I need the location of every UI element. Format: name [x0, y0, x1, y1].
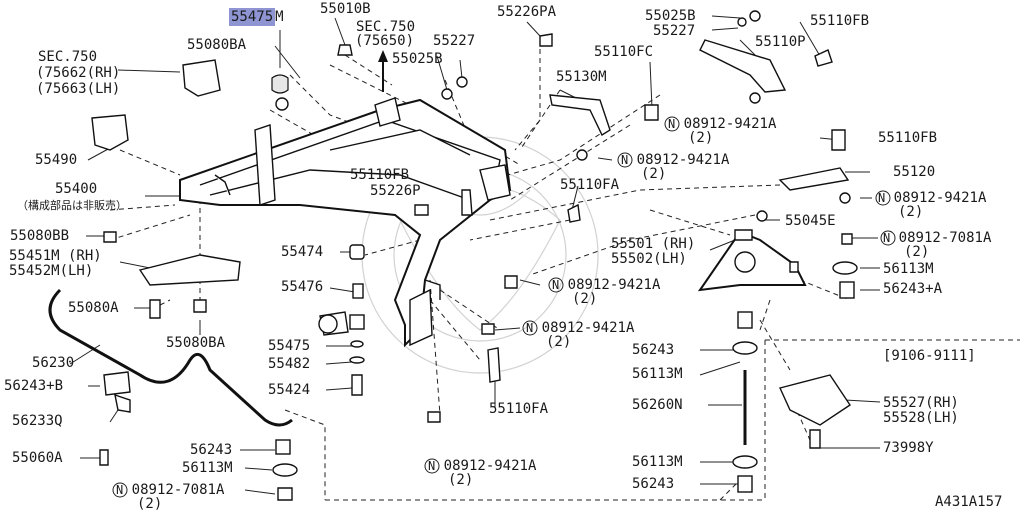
part-label-55475[interactable]: 55475: [268, 338, 311, 354]
nut-qty-d: (2): [904, 244, 930, 260]
nut-label-f[interactable]: N 08912-9421A: [526, 320, 635, 336]
part-label-55080BA-bottom[interactable]: 55080BA: [166, 335, 226, 351]
nut-label-e[interactable]: N 08912-9421A: [552, 277, 661, 293]
nut-label-a[interactable]: N 08912-9421A: [668, 116, 777, 132]
part-label-55227-top[interactable]: 55227: [653, 23, 696, 39]
figure-code: A431A157: [935, 494, 1003, 510]
nut-label-d[interactable]: N 08912-7081A: [883, 230, 992, 246]
nut-markers: [112, 116, 896, 498]
part-label-55110FB-center[interactable]: 55110FB: [350, 167, 410, 183]
part-label-55110FC[interactable]: 55110FC: [594, 44, 654, 60]
part-label-55502[interactable]: 55502(LH): [611, 251, 687, 267]
part-label-55110FA-bottom[interactable]: 55110FA: [489, 401, 549, 417]
part-label-55060A[interactable]: 55060A: [12, 450, 63, 466]
crossmember-55400: [179, 97, 512, 348]
part-label-56260N[interactable]: 56260N: [632, 397, 683, 413]
part-label-55120[interactable]: 55120: [893, 164, 936, 180]
part-label-55110FA-center[interactable]: 55110FA: [560, 177, 620, 193]
part-note-not-sold: （構成部品は非販売）: [17, 199, 127, 212]
part-label-55482[interactable]: 55482: [268, 356, 311, 372]
part-label-56243-left[interactable]: 56243: [190, 442, 233, 458]
part-label-55227-mid[interactable]: 55227: [433, 33, 476, 49]
section-ref-750-left[interactable]: SEC.750: [38, 49, 98, 65]
section-ref-75650: (75650): [355, 33, 415, 49]
part-label-55226P[interactable]: 55226P: [370, 183, 421, 199]
part-label-56243-plus-A[interactable]: 56243+A: [883, 281, 943, 297]
nut-qty-h: (2): [137, 496, 163, 512]
part-label-55424[interactable]: 55424: [268, 382, 311, 398]
part-label-55025B-mid[interactable]: 55025B: [392, 51, 443, 67]
part-label-56113M-center[interactable]: 56113M: [632, 366, 683, 382]
highlighted-part-number[interactable]: 55475: [229, 8, 276, 26]
part-label-56113M-left[interactable]: 56113M: [182, 460, 233, 476]
section-ref-75662: (75662(RH): [36, 65, 121, 81]
part-label-55501[interactable]: 55501 (RH): [611, 236, 696, 252]
part-label-55110FB-right[interactable]: 55110FB: [878, 130, 938, 146]
part-label-56113M-center-2[interactable]: 56113M: [632, 454, 683, 470]
part-label-56243-plus-B[interactable]: 56243+B: [4, 378, 64, 394]
part-label-55476[interactable]: 55476: [281, 279, 324, 295]
nut-qty-c: (2): [898, 204, 924, 220]
part-label-55528[interactable]: 55528(LH): [883, 410, 959, 426]
part-label-55080BB[interactable]: 55080BB: [10, 228, 70, 244]
nut-qty-e: (2): [572, 291, 598, 307]
part-label-55226PA[interactable]: 55226PA: [497, 4, 557, 20]
part-label-55451M[interactable]: 55451M (RH): [9, 248, 102, 264]
part-label-55080A[interactable]: 55080A: [68, 300, 119, 316]
part-label-55527[interactable]: 55527(RH): [883, 395, 959, 411]
part-label-55010B[interactable]: 55010B: [320, 1, 371, 17]
part-label-55110P[interactable]: 55110P: [755, 34, 806, 50]
applicability-date-range: [9106-9111]: [883, 348, 976, 364]
small-parts: [48, 10, 858, 501]
section-ref-750[interactable]: SEC.750: [356, 19, 416, 35]
part-label-55045E[interactable]: 55045E: [785, 213, 836, 229]
part-label-56230[interactable]: 56230: [32, 355, 75, 371]
nut-label-h[interactable]: N 08912-7081A: [116, 482, 225, 498]
part-label-56243-center[interactable]: 56243: [632, 342, 675, 358]
section-ref-75663: (75663(LH): [36, 81, 121, 97]
nut-label-g[interactable]: N 08912-9421A: [428, 458, 537, 474]
part-label-56243-center-2[interactable]: 56243: [632, 476, 675, 492]
part-label-55110FB-top[interactable]: 55110FB: [810, 13, 870, 29]
part-label-56113M-right[interactable]: 56113M: [883, 261, 934, 277]
part-label-55025B-top[interactable]: 55025B: [645, 8, 696, 24]
part-label-55452M[interactable]: 55452M(LH): [9, 263, 94, 279]
part-suffix: M: [275, 9, 284, 25]
part-label-55490[interactable]: 55490: [35, 152, 78, 168]
part-label-55400[interactable]: 55400: [55, 181, 98, 197]
nut-qty-b: (2): [641, 166, 667, 182]
part-label-56233Q[interactable]: 56233Q: [12, 413, 63, 429]
nut-qty-f: (2): [546, 334, 572, 350]
part-label-73998Y[interactable]: 73998Y: [883, 440, 934, 456]
part-label-55080BA-top[interactable]: 55080BA: [187, 37, 247, 53]
nut-qty-a: (2): [688, 130, 714, 146]
nut-label-c[interactable]: N 08912-9421A: [878, 190, 987, 206]
nut-label-b[interactable]: N 08912-9421A: [621, 152, 730, 168]
part-label-55474[interactable]: 55474: [281, 244, 324, 260]
nut-qty-g: (2): [448, 472, 474, 488]
part-label-55130M[interactable]: 55130M: [556, 69, 607, 85]
